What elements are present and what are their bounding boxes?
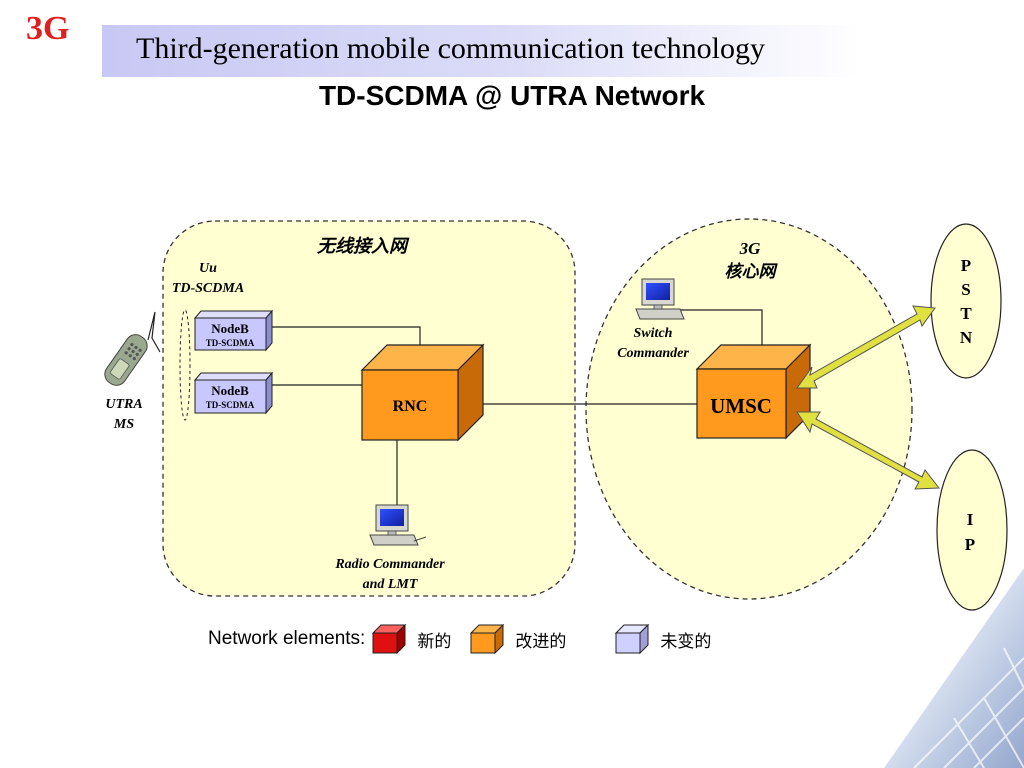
ip-letter-p: P xyxy=(965,535,975,554)
logo-3g: 3G xyxy=(26,10,70,47)
nodeb-1-sub: TD-SCDMA xyxy=(206,338,255,348)
legend-unchanged-text: 未变的 xyxy=(660,631,712,652)
legend-item-new: 新的 xyxy=(371,623,451,655)
uu-interface-ellipse xyxy=(179,309,191,421)
arrow-umsc-pstn xyxy=(796,305,936,389)
radio-commander-line1: Radio Commander xyxy=(334,557,445,572)
utran-label: 无线接入网 xyxy=(316,236,410,257)
legend-label: Network elements: xyxy=(208,628,366,649)
switch-commander-computer-icon xyxy=(635,278,685,320)
legend-cube-improved-icon xyxy=(470,623,505,655)
nodeb-1-name: NodeB xyxy=(211,321,249,336)
ms-label-line1: UTRA xyxy=(105,397,142,412)
title-bar xyxy=(102,25,862,77)
core-label-line1: 3G xyxy=(739,239,762,258)
pstn-letter-p: P xyxy=(961,256,971,275)
page-subtitle: TD-SCDMA @ UTRA Network xyxy=(318,80,706,111)
radio-commander-computer-icon xyxy=(369,504,427,546)
legend-cube-unchanged-icon xyxy=(615,623,650,655)
legend: Network elements: 新的 改进的 未变的 xyxy=(208,622,711,656)
mobile-phone-icon xyxy=(104,334,148,386)
nodeb-2-sub: TD-SCDMA xyxy=(206,400,255,410)
legend-item-unchanged: 未变的 xyxy=(614,623,711,655)
umsc-node: UMSC xyxy=(695,343,812,440)
switch-commander-line1: Switch xyxy=(634,326,673,341)
rnc-node: RNC xyxy=(360,343,485,442)
uu-label-line1: Uu xyxy=(199,261,217,276)
ip-node xyxy=(936,449,1008,611)
link-switch-commander-umsc xyxy=(668,309,763,354)
pstn-letter-t: T xyxy=(960,304,972,323)
arrow-umsc-ip xyxy=(796,411,940,490)
core-label-line2: 核心网 xyxy=(725,262,779,282)
link-nodeb1-rnc xyxy=(272,326,421,352)
uu-label-line2: TD-SCDMA xyxy=(172,281,244,296)
nodeb-2-name: NodeB xyxy=(211,383,249,398)
legend-item-improved: 改进的 xyxy=(469,623,566,655)
pstn-node xyxy=(930,223,1002,379)
ip-letter-i: I xyxy=(967,510,974,529)
legend-new-text: 新的 xyxy=(417,631,452,652)
legend-improved-text: 改进的 xyxy=(515,631,567,652)
switch-commander-line2: Commander xyxy=(617,346,689,361)
rnc-label: RNC xyxy=(393,398,428,415)
pstn-letter-s: S xyxy=(961,280,970,299)
radio-link-zigzag xyxy=(147,311,161,353)
corner-decoration xyxy=(884,568,1024,768)
pstn-letter-n: N xyxy=(960,328,973,347)
nodeb-2: NodeB TD-SCDMA xyxy=(193,371,274,415)
page-title: Third-generation mobile communication te… xyxy=(136,32,765,65)
umsc-label: UMSC xyxy=(710,394,772,418)
radio-commander-line2: and LMT xyxy=(363,577,419,592)
ms-label-line2: MS xyxy=(113,417,134,432)
nodeb-1: NodeB TD-SCDMA xyxy=(193,309,274,352)
legend-cube-new-icon xyxy=(372,623,407,655)
